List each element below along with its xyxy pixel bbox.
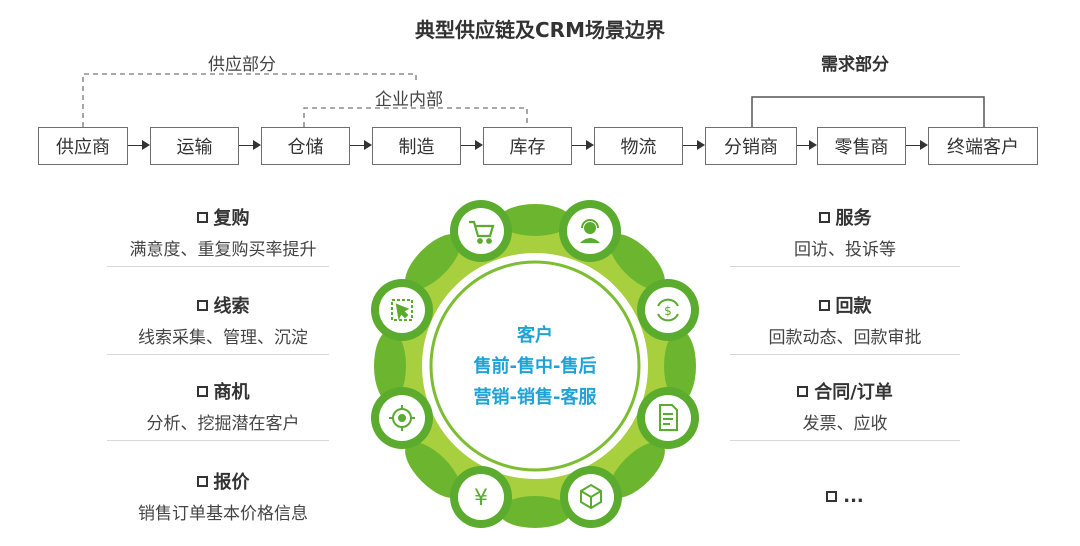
internal-bracket [303, 107, 528, 127]
divider [730, 266, 960, 267]
chain-box-supplier: 供应商 [38, 127, 128, 165]
internal-label: 企业内部 [375, 90, 443, 110]
divider [730, 354, 960, 355]
divider [107, 440, 329, 441]
feature-service: 服务 回访、投诉等 [695, 204, 995, 260]
feature-heading: 复购 [213, 208, 250, 229]
yen-icon: ¥ [474, 486, 488, 511]
feature-leads: 线索 线索采集、管理、沉淀 [73, 292, 373, 348]
svg-text:$: $ [664, 304, 672, 318]
checkbox-square-icon [818, 299, 830, 311]
checkbox-square-icon [196, 475, 208, 487]
feature-desc: 满意度、重复购买率提升 [129, 240, 317, 260]
feature-desc: 分析、挖掘潜在客户 [146, 414, 300, 434]
feature-heading: 合同/订单 [814, 382, 893, 403]
invoice-icon [659, 404, 678, 431]
chain-box-transport: 运输 [150, 127, 239, 165]
divider [730, 440, 960, 441]
supply-part-label: 供应部分 [208, 55, 276, 75]
chain-box-manufacture: 制造 [372, 127, 461, 165]
feature-desc: 发票、应收 [802, 414, 888, 434]
demand-bracket [751, 96, 985, 127]
supply-bracket [82, 73, 417, 127]
headset-icon [580, 219, 600, 243]
chain-box-end-customer: 终端客户 [928, 127, 1038, 165]
feature-desc: 线索采集、管理、沉淀 [138, 328, 308, 348]
center-line-customer: 客户 [517, 325, 553, 346]
chain-arrow [350, 140, 372, 150]
feature-desc: 销售订单基本价格信息 [138, 504, 308, 524]
cursor-select-icon [391, 299, 413, 321]
chain-box-warehouse: 仓储 [261, 127, 350, 165]
svg-text:¥: ¥ [474, 486, 488, 511]
feature-opportunity: 商机 分析、挖掘潜在客户 [73, 378, 373, 434]
feature-heading: 线索 [213, 296, 250, 317]
checkbox-square-icon [196, 385, 208, 397]
demand-part-label: 需求部分 [821, 55, 889, 75]
feature-heading: 回款 [835, 296, 872, 317]
center-line-stages: 售前-售中-售后 [473, 356, 597, 377]
chain-box-retailer: 零售商 [817, 127, 906, 165]
feature-heading: ... [843, 486, 864, 507]
target-icon [389, 405, 415, 431]
box-icon [580, 483, 602, 510]
center-text: 客户 售前-售中-售后 营销-销售-客服 [450, 320, 620, 413]
money-cycle-icon: $ [657, 298, 679, 322]
checkbox-square-icon [196, 211, 208, 223]
feature-heading: 商机 [213, 382, 250, 403]
feature-more: ... [695, 486, 995, 507]
chain-arrow [572, 140, 594, 150]
chain-box-inventory: 库存 [483, 127, 572, 165]
cart-icon [469, 220, 495, 244]
feature-heading: 服务 [835, 208, 872, 229]
chain-arrow [797, 140, 817, 150]
checkbox-square-icon [797, 385, 809, 397]
feature-contract: 合同/订单 发票、应收 [695, 378, 995, 434]
chain-box-logistics: 物流 [594, 127, 683, 165]
checkbox-square-icon [196, 299, 208, 311]
feature-quote: 报价 销售订单基本价格信息 [73, 468, 373, 524]
ring-leaves [374, 204, 696, 528]
checkbox-square-icon [826, 491, 838, 502]
chain-arrow [239, 140, 261, 150]
chain-arrow [461, 140, 483, 150]
feature-desc: 回款动态、回款审批 [768, 328, 922, 348]
divider [107, 354, 329, 355]
feature-desc: 回访、投诉等 [794, 240, 896, 260]
center-line-functions: 营销-销售-客服 [473, 387, 597, 408]
chain-box-distributor: 分销商 [705, 127, 797, 165]
feature-heading: 报价 [213, 472, 250, 493]
chain-arrow [128, 140, 150, 150]
checkbox-square-icon [818, 211, 830, 223]
feature-repurchase: 复购 满意度、重复购买率提升 [73, 204, 373, 260]
chain-arrow [906, 140, 928, 150]
diagram-title: 典型供应链及CRM场景边界 [415, 18, 665, 42]
center-disc [429, 260, 641, 472]
divider [107, 266, 329, 267]
chain-arrow [683, 140, 705, 150]
feature-payment: 回款 回款动态、回款审批 [695, 292, 995, 348]
